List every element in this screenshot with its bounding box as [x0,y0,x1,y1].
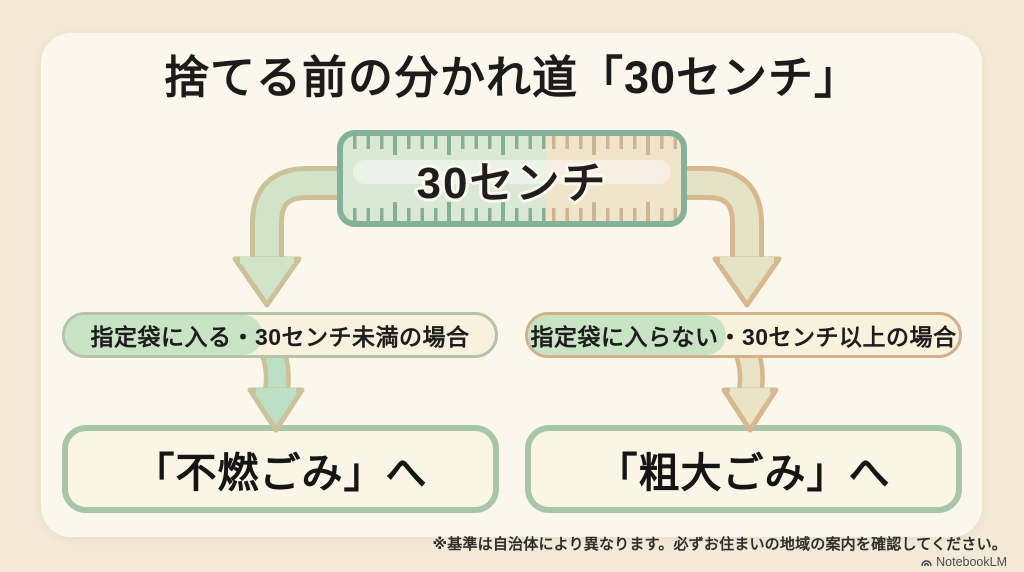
pill-green-blob [65,315,263,355]
notebooklm-logo-icon [921,559,932,566]
condition-pill-over-30cm: 指定袋に入らない・30センチ以上の場合 [525,312,962,358]
ruler-label: 30センチ [416,158,608,208]
condition-label-under-30cm: 指定袋に入る・30センチ未満の場合 [90,324,470,350]
condition-pill-under-30cm: 指定袋に入る・30センチ未満の場合 [62,312,498,358]
brand-name: NotebookLM [936,555,1007,569]
ruler-graphic: 30センチ [337,130,687,227]
brand-line: NotebookLM [433,555,1007,569]
pill-green-blob [528,315,727,355]
disclaimer-text: ※基準は自治体により異なります。必ずお住まいの地域の案内を確認してください。 [432,536,1007,553]
page-title: 捨てる前の分かれ道「30センチ」 [163,52,861,103]
condition-label-over-30cm: 指定袋に入らない・30センチ以上の場合 [530,324,957,350]
result-label-oversized: 「粗大ごみ」へ [596,450,891,496]
footer: ※基準は自治体により異なります。必ずお住まいの地域の案内を確認してください。 N… [433,533,1008,569]
result-box-oversized: 「粗大ごみ」へ [525,425,962,513]
result-label-non-burnable: 「不燃ごみ」へ [133,450,428,496]
result-box-non-burnable: 「不燃ごみ」へ [62,425,499,513]
